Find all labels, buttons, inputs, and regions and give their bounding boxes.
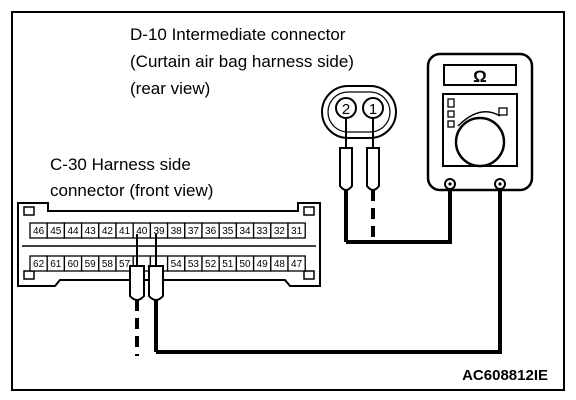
d10-pin-2-label: 2 <box>342 101 350 118</box>
c30-pin-label: 34 <box>239 226 251 237</box>
d10-probes <box>339 118 380 242</box>
c30-pin-label: 49 <box>257 259 269 270</box>
c30-pin-label: 39 <box>153 226 165 237</box>
c30-probes <box>129 234 164 356</box>
c30-pin-label: 33 <box>257 226 269 237</box>
c30-title-line1: C-30 Harness side <box>50 155 191 174</box>
c30-pin-label: 32 <box>274 226 286 237</box>
c30-pin-label: 46 <box>33 226 45 237</box>
c30-pin-label: 40 <box>136 226 148 237</box>
c30-pin-label: 41 <box>119 226 131 237</box>
multimeter: Ω <box>426 52 534 192</box>
c30-pin-label: 42 <box>102 226 114 237</box>
c30-pin-label: 54 <box>171 259 183 270</box>
c30-pin-label: 57 <box>119 259 131 270</box>
d10-title-line2: (Curtain air bag harness side) <box>130 52 354 71</box>
c30-pin-cell <box>287 222 306 239</box>
d10-title-line1: D-10 Intermediate connector <box>130 25 346 44</box>
c30-pin-label: 31 <box>291 226 303 237</box>
c30-pin-label: 43 <box>85 226 97 237</box>
c30-pin-label: 51 <box>222 259 234 270</box>
c30-pin-label: 58 <box>102 259 114 270</box>
meter-leads <box>156 189 502 354</box>
c30-pin-label: 35 <box>222 226 234 237</box>
c30-pin-label: 38 <box>171 226 183 237</box>
c30-pin-label: 59 <box>85 259 97 270</box>
c30-pin-label: 45 <box>50 226 62 237</box>
c30-pin-label: 44 <box>67 226 79 237</box>
c30-top-row: 46 45 44 43 42 41 40 39 38 37 36 35 34 33 32 31 <box>29 222 306 239</box>
meter-display <box>443 64 517 86</box>
figure-code: AC608812IE <box>462 367 548 384</box>
lead-c30-to-meter <box>156 189 502 354</box>
lead-d10-to-meter <box>346 189 452 244</box>
d10-pin-1-label: 1 <box>369 101 377 118</box>
c30-pin-label: 37 <box>188 226 200 237</box>
c30-pin-label: 47 <box>291 259 303 270</box>
c30-pin-label: 50 <box>239 259 251 270</box>
c30-pin-label: 48 <box>274 259 286 270</box>
c30-pin-label: 62 <box>33 259 45 270</box>
ohm-symbol: Ω <box>473 67 487 86</box>
c30-bottom-row: 62 61 60 59 58 57 54 53 52 51 50 49 48 47 <box>29 255 306 272</box>
c30-connector: 46 45 44 43 42 41 40 39 38 37 36 35 34 33 32 31 62 61 60 5… <box>17 202 321 287</box>
c30-pin-cell <box>287 255 306 272</box>
c30-pin-label: 36 <box>205 226 217 237</box>
d10-connector: 2 1 <box>321 85 397 139</box>
c30-pin-label: 61 <box>50 259 62 270</box>
c30-pin-label: 60 <box>67 259 79 270</box>
c30-pin-label: 53 <box>188 259 200 270</box>
c30-pin-label: 52 <box>205 259 217 270</box>
c30-title-line2: connector (front view) <box>50 181 213 200</box>
d10-title-line3: (rear view) <box>130 79 210 98</box>
diagram-frame <box>11 11 565 391</box>
meter-dial <box>454 116 506 168</box>
